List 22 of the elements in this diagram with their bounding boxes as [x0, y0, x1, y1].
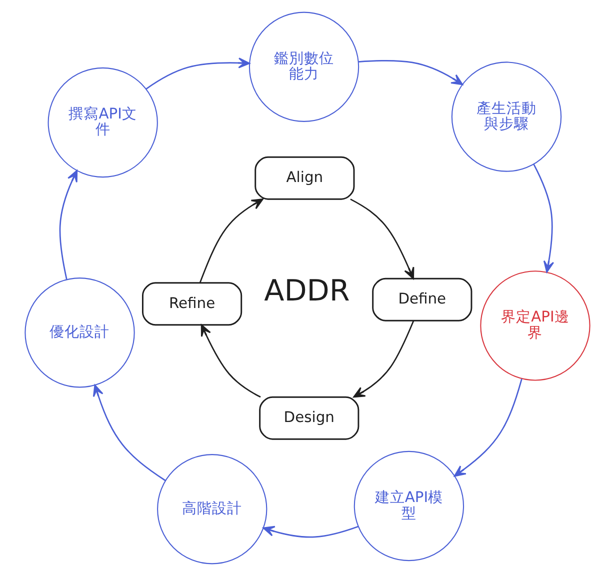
arrow: [352, 320, 414, 398]
arrow: [198, 198, 263, 283]
node-box: Define: [372, 278, 472, 322]
node-circle: 撰寫API文件: [47, 67, 158, 178]
arrow: [358, 60, 463, 86]
node-circle: 高階設計: [156, 454, 267, 564]
arrow: [262, 526, 358, 538]
node-box: Design: [258, 396, 359, 440]
arrow: [92, 384, 166, 482]
arrow: [532, 164, 554, 273]
node-box: Refine: [141, 282, 242, 326]
node-circle: 界定API邊界: [480, 270, 590, 381]
arrow: [453, 378, 522, 477]
arrow: [200, 324, 260, 398]
arrow: [350, 198, 414, 280]
node-circle: 建立API模型: [353, 450, 464, 562]
node-box: Align: [254, 156, 354, 200]
label: ADDR: [264, 273, 350, 308]
node-circle: 優化設計: [24, 278, 134, 388]
arrow: [145, 58, 250, 90]
arrow: [58, 170, 78, 280]
node-circle: 鑑別數位能力: [248, 12, 359, 122]
